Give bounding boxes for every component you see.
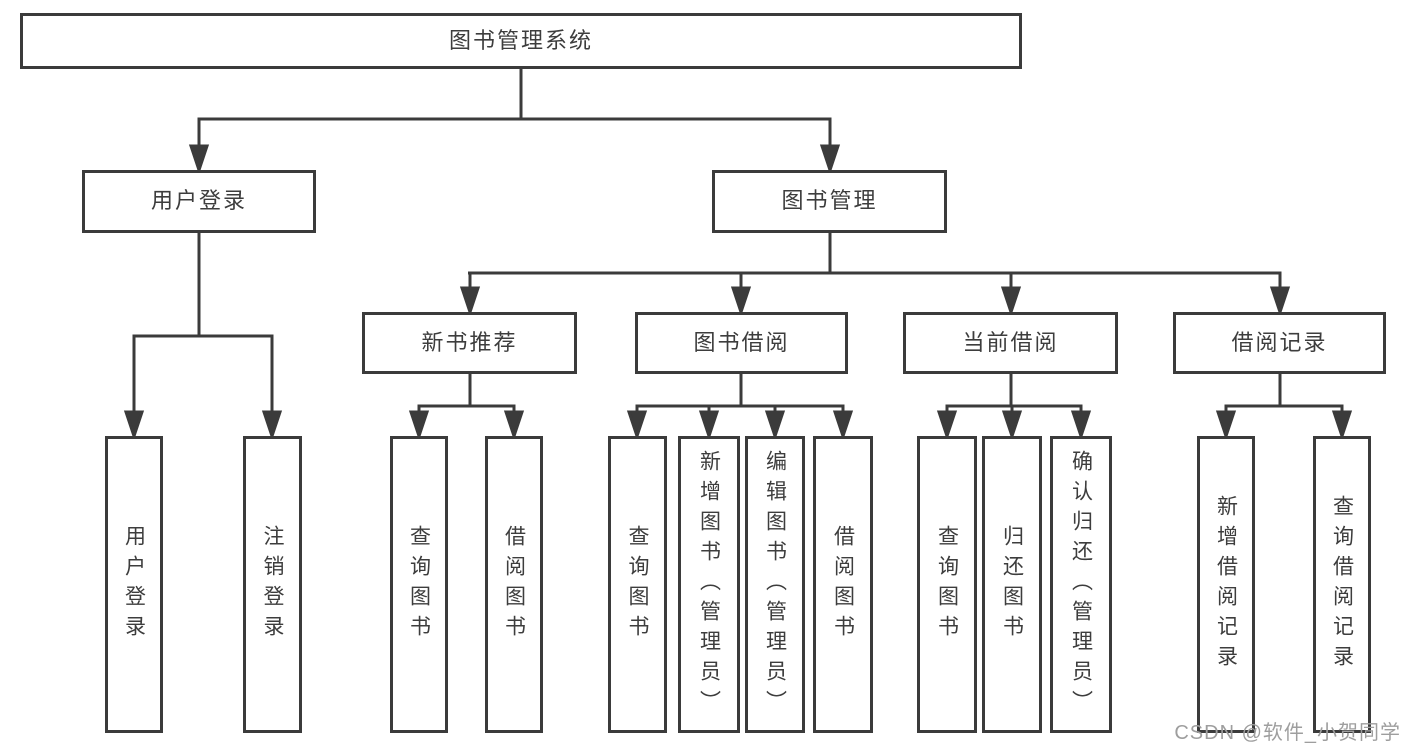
leaf-confirm-return-admin: 确认归还（管理员） bbox=[1050, 436, 1112, 733]
leaf-edit-books-admin: 编辑图书（管理员） bbox=[745, 436, 805, 733]
edge-book-borrow-to-leaves bbox=[626, 374, 854, 441]
leaf-user-login: 用户登录 bbox=[105, 436, 163, 733]
leaf-query-borrow-record: 查询借阅记录 bbox=[1313, 436, 1371, 733]
leaf-current-query-books: 查询图书 bbox=[917, 436, 977, 733]
edge-user-login-to-leaves bbox=[123, 233, 283, 441]
node-new-book-recommend: 新书推荐 bbox=[362, 312, 577, 374]
csdn-watermark: CSDN @软件_小贺同学 bbox=[1174, 722, 1401, 744]
leaf-return-books: 归还图书 bbox=[982, 436, 1042, 733]
edge-new-book-recommend-to-leaves bbox=[408, 374, 525, 441]
node-user-login: 用户登录 bbox=[82, 170, 316, 233]
node-current-borrow: 当前借阅 bbox=[903, 312, 1118, 374]
node-book-borrow: 图书借阅 bbox=[635, 312, 848, 374]
edge-borrow-records-to-leaves bbox=[1215, 374, 1353, 441]
leaf-add-books-admin: 新增图书（管理员） bbox=[678, 436, 740, 733]
leaf-recommend-query-books: 查询图书 bbox=[390, 436, 448, 733]
node-borrow-records: 借阅记录 bbox=[1173, 312, 1386, 374]
edge-book-management-to-level3 bbox=[459, 233, 1291, 317]
edge-root-to-level2 bbox=[188, 67, 841, 175]
edge-current-borrow-to-leaves bbox=[936, 374, 1092, 441]
leaf-add-borrow-record: 新增借阅记录 bbox=[1197, 436, 1255, 733]
leaf-logout: 注销登录 bbox=[243, 436, 302, 733]
node-book-management: 图书管理 bbox=[712, 170, 947, 233]
leaf-borrow-books: 借阅图书 bbox=[813, 436, 873, 733]
leaf-borrow-query-books: 查询图书 bbox=[608, 436, 667, 733]
leaf-recommend-borrow-books: 借阅图书 bbox=[485, 436, 543, 733]
node-root-library-system: 图书管理系统 bbox=[20, 13, 1022, 69]
